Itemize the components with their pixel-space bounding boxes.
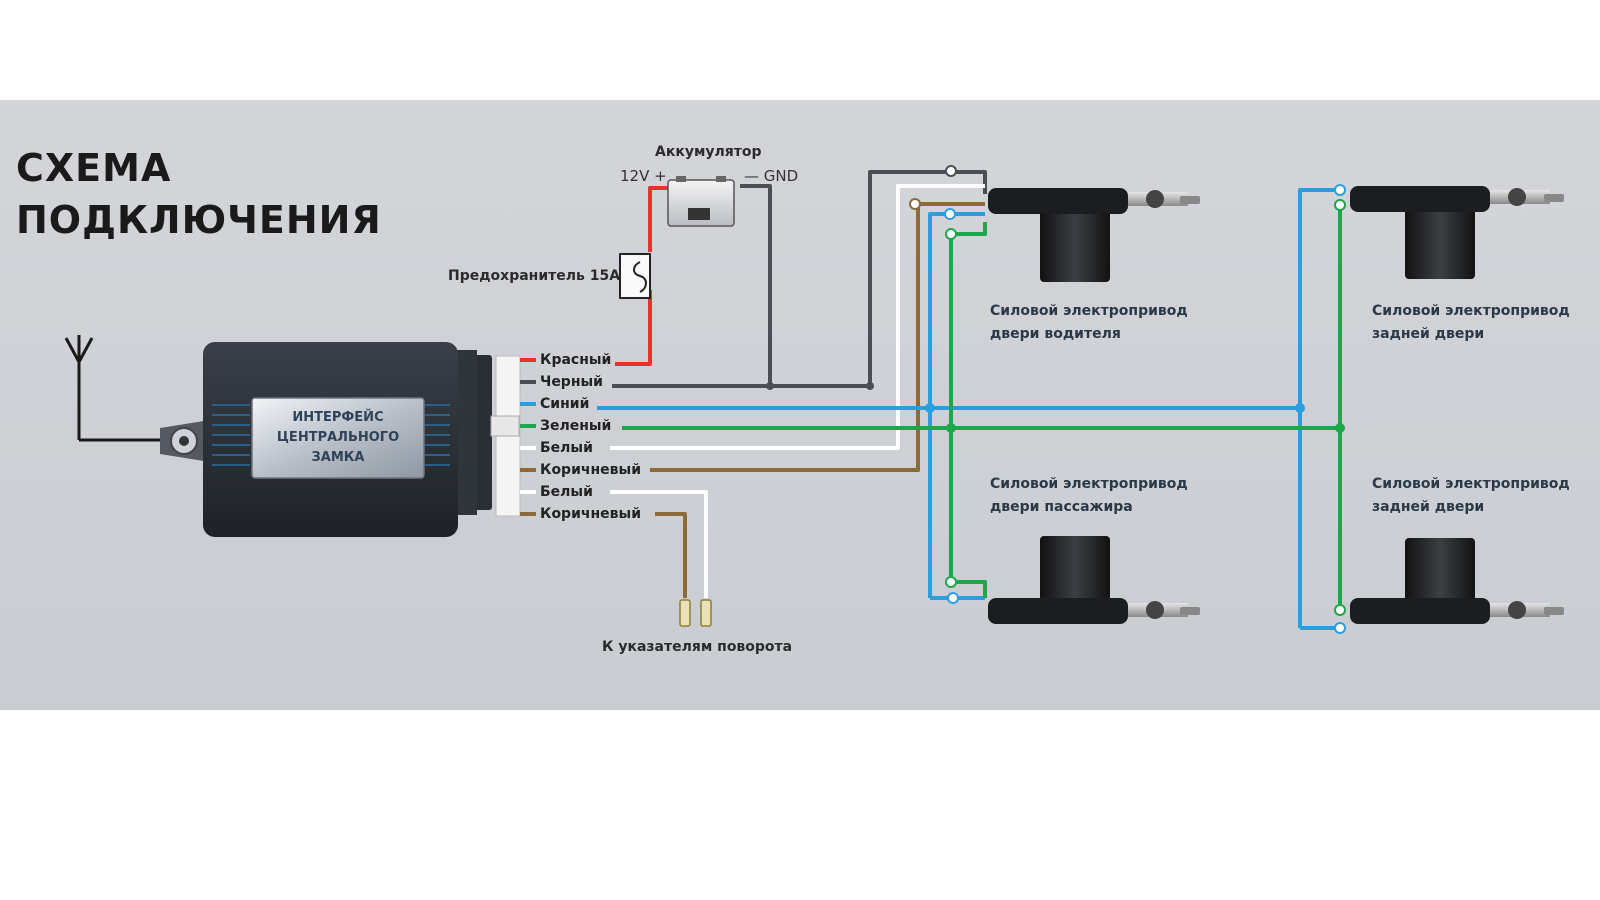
- wire-stub-3: [520, 424, 536, 428]
- actuator-rear-bottom-label-1: Силовой электропривод: [1372, 476, 1570, 492]
- wire-stub-1: [520, 380, 536, 384]
- wire-blue-driver: [928, 212, 985, 598]
- wire-label-brown-1: Коричневый: [540, 462, 641, 478]
- actuator-driver-icon: [988, 188, 1200, 282]
- wire-label-green: Зеленый: [540, 418, 611, 434]
- antenna-icon: [64, 335, 170, 442]
- wire-label-white-2: Белый: [540, 484, 593, 500]
- wire-black: [612, 170, 987, 388]
- actuator-driver-label-2: двери водителя: [990, 326, 1121, 342]
- control-unit-line-3: ЗАМКА: [312, 450, 365, 465]
- actuator-passenger-label-2: двери пассажира: [990, 499, 1133, 515]
- title-line-2: ПОДКЛЮЧЕНИЯ: [16, 198, 382, 242]
- wire-stub-2: [520, 402, 536, 406]
- wire-red-battery: [648, 186, 668, 252]
- turn-signal-connectors: [679, 599, 712, 627]
- wire-blue-rear: [1298, 188, 1340, 628]
- actuator-rear-bottom-icon: [1350, 538, 1564, 624]
- actuator-driver-label-1: Силовой электропривод: [990, 303, 1188, 319]
- wire-label-blue: Синий: [540, 396, 589, 412]
- wire-junctions: [766, 165, 1346, 634]
- battery-gnd-label: — GND: [744, 167, 798, 185]
- control-unit-line-1: ИНТЕРФЕЙС: [292, 409, 383, 425]
- actuator-rear-top-icon: [1350, 186, 1564, 279]
- actuator-rear-top-label-1: Силовой электропривод: [1372, 303, 1570, 319]
- battery-label: Аккумулятор: [655, 144, 762, 160]
- wire-stub-6: [520, 490, 536, 494]
- wire-white-1: [610, 184, 985, 450]
- wire-connector: [490, 355, 521, 517]
- wire-brown-1: [650, 202, 985, 472]
- wire-stub-4: [520, 446, 536, 450]
- wire-runs: [597, 170, 1342, 630]
- wire-label-white-1: Белый: [540, 440, 593, 456]
- wire-labels: Красный Черный Синий Зеленый Белый Корич…: [540, 352, 641, 522]
- wire-black-gnd: [740, 184, 772, 386]
- wire-red: [615, 290, 652, 366]
- wire-brown-2: [655, 512, 687, 598]
- wire-label-brown-2: Коричневый: [540, 506, 641, 522]
- wire-green-passenger: [951, 580, 987, 598]
- wire-stub-5: [520, 468, 536, 472]
- wire-label-red: Красный: [540, 352, 611, 368]
- battery-icon: [667, 176, 735, 227]
- wire-white-2: [610, 490, 708, 598]
- actuator-passenger-label-1: Силовой электропривод: [990, 476, 1188, 492]
- control-unit: ИНТЕРФЕЙС ЦЕНТРАЛЬНОГО ЗАМКА: [160, 342, 492, 537]
- actuator-rear-bottom-label-2: задней двери: [1372, 499, 1484, 515]
- wire-stubs: [520, 358, 536, 516]
- wire-label-black: Черный: [540, 374, 603, 390]
- actuator-passenger-icon: [988, 536, 1200, 624]
- actuator-rear-top-label-2: задней двери: [1372, 326, 1484, 342]
- title-line-1: СХЕМА: [16, 146, 171, 190]
- battery-plus-label: 12V +: [620, 167, 667, 185]
- turn-signals-label: К указателям поворота: [602, 639, 792, 655]
- fuse-icon: [619, 253, 651, 299]
- wire-stub-0: [520, 358, 536, 362]
- fuse-label: Предохранитель 15А: [448, 268, 620, 284]
- wire-stub-7: [520, 512, 536, 516]
- control-unit-line-2: ЦЕНТРАЛЬНОГО: [277, 430, 399, 445]
- wire-green-driver: [949, 222, 987, 582]
